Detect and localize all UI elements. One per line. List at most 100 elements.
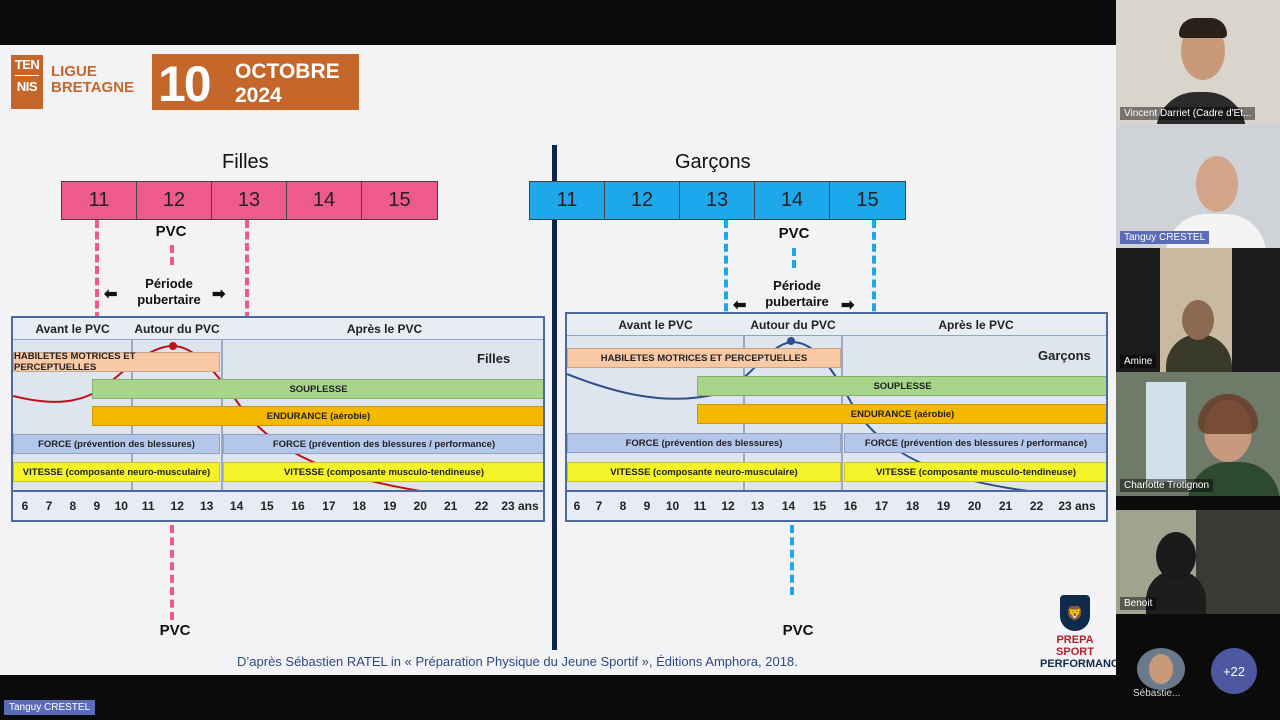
axis-tick: 15 [812, 499, 827, 513]
arrow-right-icon: ➡ [212, 286, 226, 303]
age-cell: 14 [755, 182, 830, 219]
girls-sex-label: Filles [477, 351, 511, 366]
boys-age-strip: 11 12 13 14 15 [529, 181, 906, 220]
bar-force-prevention: FORCE (prévention des blessures) [13, 434, 220, 454]
axis-tick: 20 [967, 499, 982, 513]
axis-tick: 14 [229, 499, 244, 513]
date-day: 10 [158, 56, 212, 112]
boys-header-after: Après le PVC [842, 314, 1106, 336]
girls-header-around: Autour du PVC [132, 318, 222, 340]
tennis-logo-bottom: NIS [16, 79, 38, 94]
participant-name: Amine [1120, 355, 1157, 368]
axis-tick: 16 [291, 499, 305, 513]
ligue-line1: LIGUE [51, 63, 97, 80]
age-cell: 12 [605, 182, 680, 219]
bar-flexibility: SOUPLESSE [697, 376, 1106, 396]
axis-tick: 13 [199, 499, 214, 513]
axis-tick: 10 [665, 499, 680, 513]
boys-dash-pvc [792, 248, 796, 268]
girls-dash-pvc [170, 245, 174, 265]
brand-logo: 🦁 PREPA SPORT PERFORMANCE [1040, 595, 1116, 670]
axis-tick: 20 [413, 499, 427, 513]
participant-tile[interactable]: Vincent Darriet (Cadre d'Et... [1116, 0, 1280, 124]
event-date-badge: 10 OCTOBRE 2024 [152, 54, 359, 112]
ligue-label: LIGUE BRETAGNE [51, 64, 134, 96]
bar-speed-tendon: VITESSE (composante musculo-tendineuse) [223, 462, 543, 482]
boys-dash-bottom [790, 525, 794, 595]
participant-tile[interactable]: Tanguy CRESTEL [1116, 124, 1280, 248]
boys-title: Garçons [675, 151, 751, 173]
brand-line2: PERFORMANCE [1040, 658, 1116, 670]
boys-sex-label: Garçons [1038, 348, 1091, 363]
bar-flexibility: SOUPLESSE [92, 379, 543, 399]
girls-growth-curve [13, 342, 434, 494]
axis-tick: 23 ans [501, 499, 539, 513]
axis-tick: 13 [750, 499, 765, 513]
axis-tick: 18 [905, 499, 920, 513]
axis-tick: 19 [936, 499, 951, 513]
tennis-logo-top: TEN [14, 57, 40, 72]
bar-speed-neuro: VITESSE (composante neuro-musculaire) [567, 462, 841, 482]
arrow-left-icon: ⬅ [104, 286, 118, 303]
age-cell: 14 [287, 182, 362, 219]
date-year: 2024 [235, 84, 282, 107]
brand-line1: PREPA SPORT [1056, 634, 1094, 658]
girls-pvc-bottom: PVC [159, 622, 191, 639]
axis-tick: 18 [352, 499, 366, 513]
bar-endurance: ENDURANCE (aérobie) [92, 406, 543, 426]
participant-avatar[interactable] [1137, 648, 1185, 690]
girls-dash-right [245, 220, 249, 320]
period-line1: Période [773, 278, 821, 293]
arrow-left-icon: ⬅ [733, 297, 747, 314]
axis-tick: 14 [781, 499, 796, 513]
shared-slide: TEN NIS LIGUE BRETAGNE 10 OCTOBRE 2024 F… [0, 45, 1116, 675]
girls-dash-bottom [170, 525, 174, 620]
girls-header-before: Avant le PVC [13, 318, 132, 340]
participant-name: Vincent Darriet (Cadre d'Et... [1120, 107, 1256, 120]
period-line2: pubertaire [765, 294, 829, 309]
axis-tick: 10 [114, 499, 128, 513]
age-cell: 13 [212, 182, 287, 219]
axis-tick: 22 [1029, 499, 1044, 513]
arrow-right-icon: ➡ [841, 297, 855, 314]
axis-tick: 16 [843, 499, 858, 513]
girls-header-after: Après le PVC [222, 318, 543, 340]
axis-tick: 15 [260, 499, 274, 513]
age-cell: 15 [830, 182, 905, 219]
boys-period-label: Période pubertaire [756, 278, 838, 310]
axis-tick: 12 [170, 499, 184, 513]
bar-force-performance: FORCE (prévention des blessures / perfor… [223, 434, 543, 454]
bar-motor-skills: HABILETES MOTRICES ET PERCEPTUELLES [13, 351, 220, 373]
tennis-logo: TEN NIS [11, 55, 43, 109]
girls-pvc-label: PVC [155, 223, 187, 240]
axis-tick: 7 [45, 499, 53, 513]
boys-table: Avant le PVC Autour du PVC Après le PVC … [565, 312, 1108, 522]
bar-speed-tendon: VITESSE (composante musculo-tendineuse) [844, 462, 1106, 482]
participant-tile[interactable]: Amine [1116, 248, 1280, 372]
period-line1: Période [145, 276, 193, 291]
participant-tile[interactable]: Benoit [1116, 510, 1280, 614]
axis-tick: 11 [141, 499, 155, 513]
girls-age-axis: 6 7 8 9 10 11 12 13 14 15 16 17 18 19 20… [13, 490, 543, 520]
axis-tick: 9 [93, 499, 101, 513]
ligue-line2: BRETAGNE [51, 79, 135, 96]
period-line2: pubertaire [137, 292, 201, 307]
bar-force-prevention: FORCE (prévention des blessures) [567, 433, 841, 453]
axis-tick: 22 [474, 499, 489, 513]
axis-tick: 17 [322, 499, 336, 513]
boys-age-axis: 6 7 8 9 10 11 12 13 14 15 16 17 18 19 20… [567, 490, 1106, 520]
axis-tick: 19 [383, 499, 397, 513]
axis-tick: 11 [693, 499, 707, 513]
participant-name: Tanguy CRESTEL [1120, 231, 1210, 244]
boys-header-around: Autour du PVC [744, 314, 842, 336]
participant-name: Sébastie... [1133, 688, 1181, 699]
axis-tick: 8 [619, 499, 627, 513]
axis-tick: 21 [998, 499, 1013, 513]
axis-tick: 6 [573, 499, 581, 513]
more-participants-button[interactable]: +22 [1211, 648, 1257, 694]
boys-pvc-label: PVC [778, 225, 810, 242]
bar-speed-neuro: VITESSE (composante neuro-musculaire) [13, 462, 220, 482]
participant-tile[interactable]: Charlotte Trotignon [1116, 372, 1280, 496]
age-cell: 13 [680, 182, 755, 219]
